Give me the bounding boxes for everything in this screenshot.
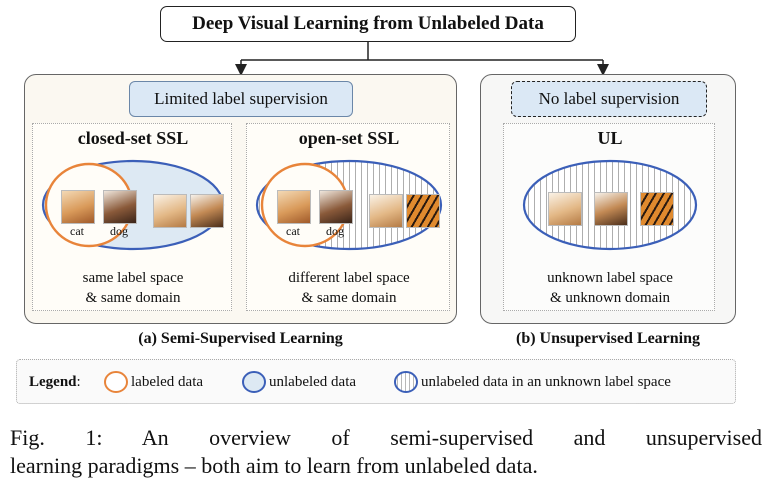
unsupervised-caption: (b) Unsupervised Learning [515,330,701,347]
figure-caption-line1: Fig. 1: An overview of semi-supervised a… [10,425,762,450]
legend-label: Legend [29,374,77,390]
ul-title: UL [597,128,623,148]
labeled-data-swatch [104,371,128,393]
ul-desc-line1: unknown label space [547,270,673,286]
connector-lines [235,42,609,76]
cat-image [61,190,95,224]
unlabeled-data-swatch [242,371,266,393]
open-set-title: open-set SSL [298,128,400,148]
cat-image [277,190,311,224]
legend-title: Legend: [29,374,81,390]
dog-image [103,190,137,224]
closed-set-title: closed-set SSL [77,128,189,148]
semi-supervised-caption: (a) Semi-Supervised Learning [138,330,343,347]
semi-supervised-panel: Limited label supervision closed-set SSL… [24,74,457,324]
closed-set-desc-line2: & same domain [85,290,181,306]
diagram-title: Deep Visual Learning from Unlabeled Data [160,6,576,42]
dog-image [319,190,353,224]
ul-subpanel: UL unknown label space & unknown domain [503,123,715,311]
cat-label: cat [70,224,84,238]
dog-label: dog [326,224,344,238]
figure-caption: Fig. 1: An overview of semi-supervised a… [10,424,762,480]
open-set-desc-line1: different label space [288,270,410,286]
figure-caption-line2: learning paradigms – both aim to learn f… [10,453,538,478]
kitten-image [369,194,403,228]
legend-labeled: labeled data [131,374,204,390]
cat-label: cat [286,224,300,238]
legend-unknown: unlabeled data in an unknown label space [421,374,671,390]
closed-set-desc-line1: same label space [82,270,184,286]
limited-supervision-box: Limited label supervision [129,81,353,117]
kitten-image [153,194,187,228]
open-set-desc-line2: & same domain [301,290,397,306]
tiger-image [406,194,440,228]
kitten-image [548,192,582,226]
closed-set-subpanel: closed-set SSL cat dog same label space … [32,123,232,311]
unsupervised-panel: No label supervision UL unknown label sp… [480,74,736,324]
dog-label: dog [110,224,128,238]
ul-desc-line2: & unknown domain [550,290,670,306]
beagle-image [594,192,628,226]
legend-unlabeled: unlabeled data [269,374,357,390]
tiger-image [640,192,674,226]
beagle-image [190,194,224,228]
no-supervision-box: No label supervision [511,81,707,117]
legend: Legend: labeled data unlabeled data unla… [16,359,736,404]
open-set-subpanel: open-set SSL cat dog different label spa… [246,123,450,311]
unknown-label-space-swatch [394,371,418,393]
